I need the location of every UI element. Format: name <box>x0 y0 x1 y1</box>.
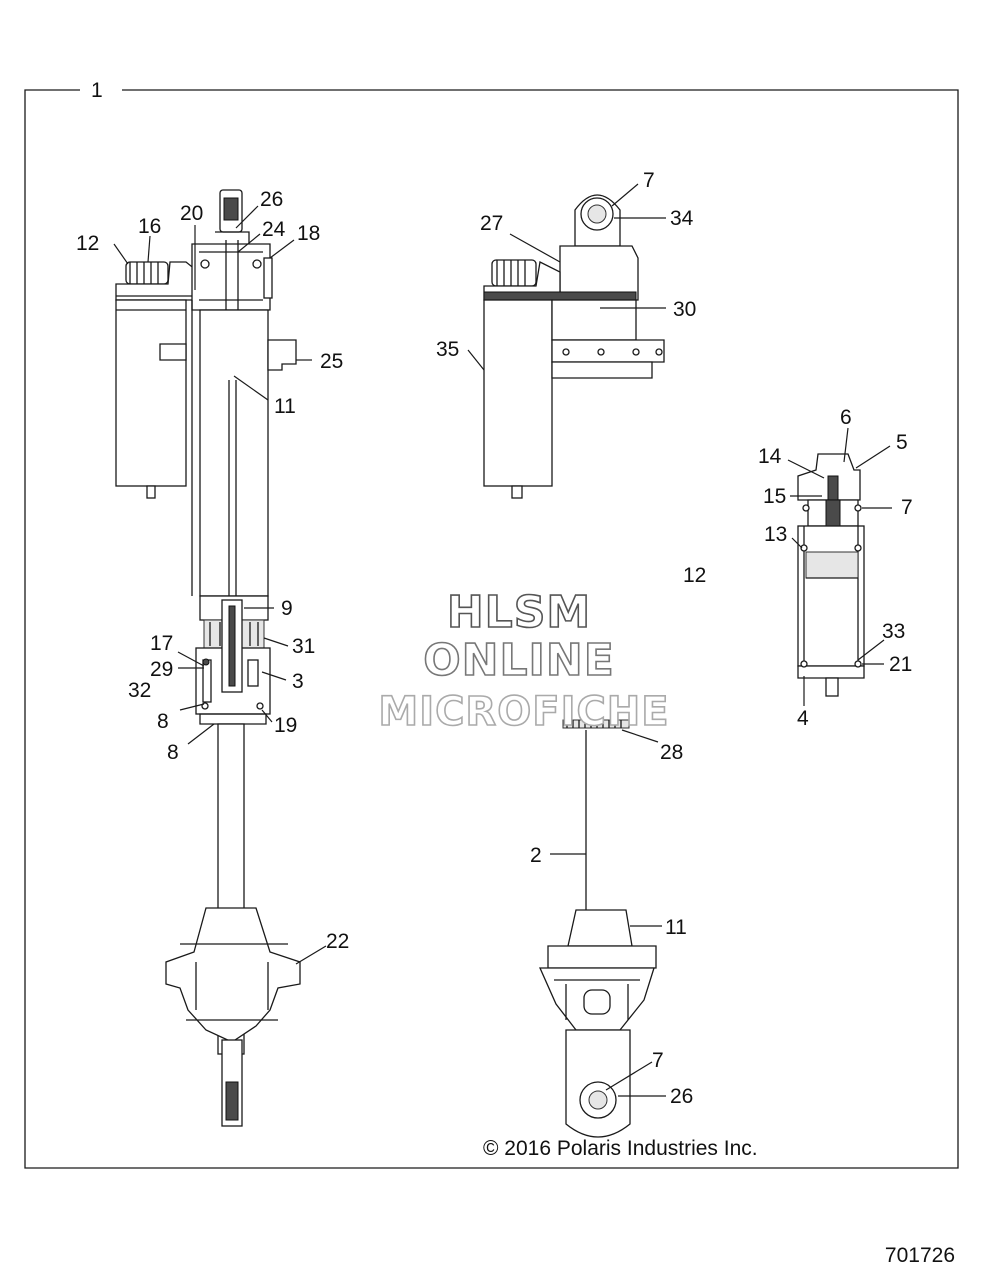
callout-20: 18 <box>297 222 320 245</box>
callout-31: 29 <box>150 658 173 681</box>
callout-4: 4 <box>797 707 809 730</box>
callout-32: 30 <box>673 298 696 321</box>
callout-17: 15 <box>763 485 786 508</box>
assembly-frame <box>24 89 959 1169</box>
callout-8-right: 7 <box>901 496 913 519</box>
watermark-line-3: MICROFICHE <box>378 689 669 735</box>
callout-7-top: 7 <box>643 169 655 192</box>
copyright-text: © 2016 Polaris Industries Inc. <box>483 1137 758 1160</box>
left-shock-assembly <box>115 189 301 1127</box>
callout-22: 20 <box>180 202 203 225</box>
callout-12: 12 <box>683 564 706 587</box>
callout-7-bottom: 7 <box>652 1049 664 1072</box>
figure-number: 701726 <box>885 1244 955 1267</box>
upper-center-assembly <box>483 194 665 499</box>
lower-center-assembly <box>538 719 657 1138</box>
callout-5: 5 <box>896 431 908 454</box>
callout-35: 33 <box>882 620 905 643</box>
callout-16: 14 <box>758 445 782 468</box>
leader-lines <box>113 183 892 1097</box>
callout-14: 12 <box>76 232 99 255</box>
callout-6: 6 <box>840 406 852 429</box>
callout-3: 3 <box>292 670 304 693</box>
callout-18: 16 <box>138 215 161 238</box>
right-cartridge-assembly <box>797 453 865 697</box>
callout-13: 11 <box>274 395 296 418</box>
callout-26: 25 <box>320 350 343 373</box>
callout-33: 31 <box>292 635 315 658</box>
watermark-line-2: ONLINE <box>423 635 615 686</box>
callout-19: 17 <box>150 632 173 655</box>
callout-23: 21 <box>889 653 912 676</box>
callout-1: 1 <box>91 79 103 102</box>
callout-21: 19 <box>274 714 297 737</box>
callout-28: 26 <box>670 1085 693 1108</box>
callout-29: 27 <box>480 212 503 235</box>
callout-9: 8 <box>167 741 179 764</box>
watermark-line-1: HLSM <box>447 587 591 638</box>
callout-37: 35 <box>436 338 459 361</box>
callout-15: 13 <box>764 523 787 546</box>
callout-34: 32 <box>128 679 151 702</box>
callout-24: 22 <box>326 930 349 953</box>
watermark: HLSM ONLINE MICROFICHE <box>378 586 670 736</box>
callout-30: 28 <box>660 741 683 764</box>
callout-2: 2 <box>530 844 542 867</box>
callout-8-left: 8 <box>157 710 169 733</box>
callout-11: 11 <box>665 916 687 939</box>
callout-10: 9 <box>281 597 293 620</box>
callout-36: 34 <box>670 207 694 230</box>
callout-labels: 1 12 16 20 26 24 18 25 11 9 31 3 19 17 2… <box>76 79 913 1108</box>
callout-27: 26 <box>260 188 283 211</box>
callout-25: 24 <box>262 218 286 241</box>
